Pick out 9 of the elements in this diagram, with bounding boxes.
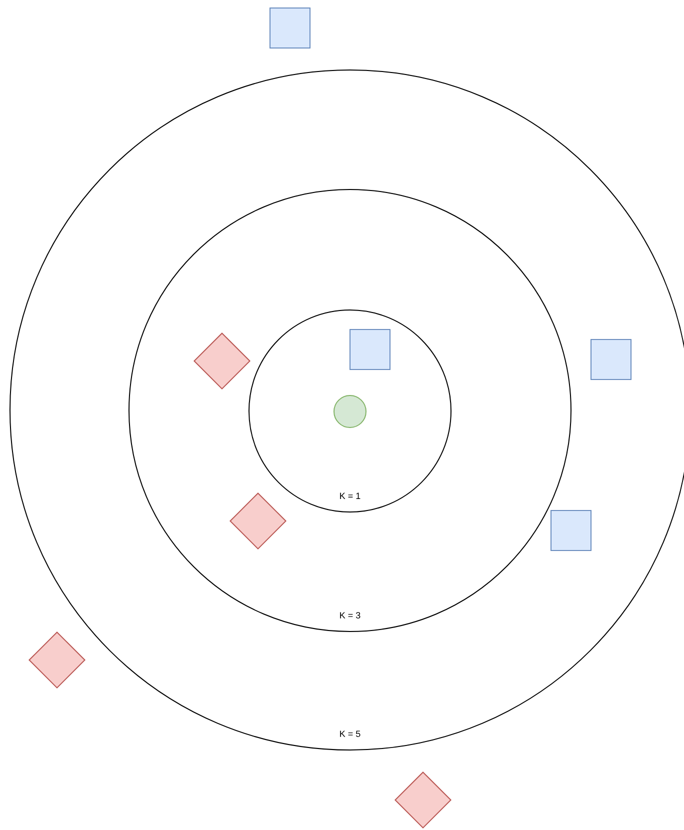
- diamond-point: [194, 332, 250, 390]
- diamond-point: [394, 772, 452, 828]
- square-point: [550, 510, 592, 551]
- diamond-point: [28, 632, 86, 688]
- point-circle: [334, 395, 366, 428]
- square-point: [590, 339, 632, 380]
- square-point: [270, 8, 310, 48]
- diamond-point: [230, 492, 286, 550]
- square-point: [350, 329, 390, 370]
